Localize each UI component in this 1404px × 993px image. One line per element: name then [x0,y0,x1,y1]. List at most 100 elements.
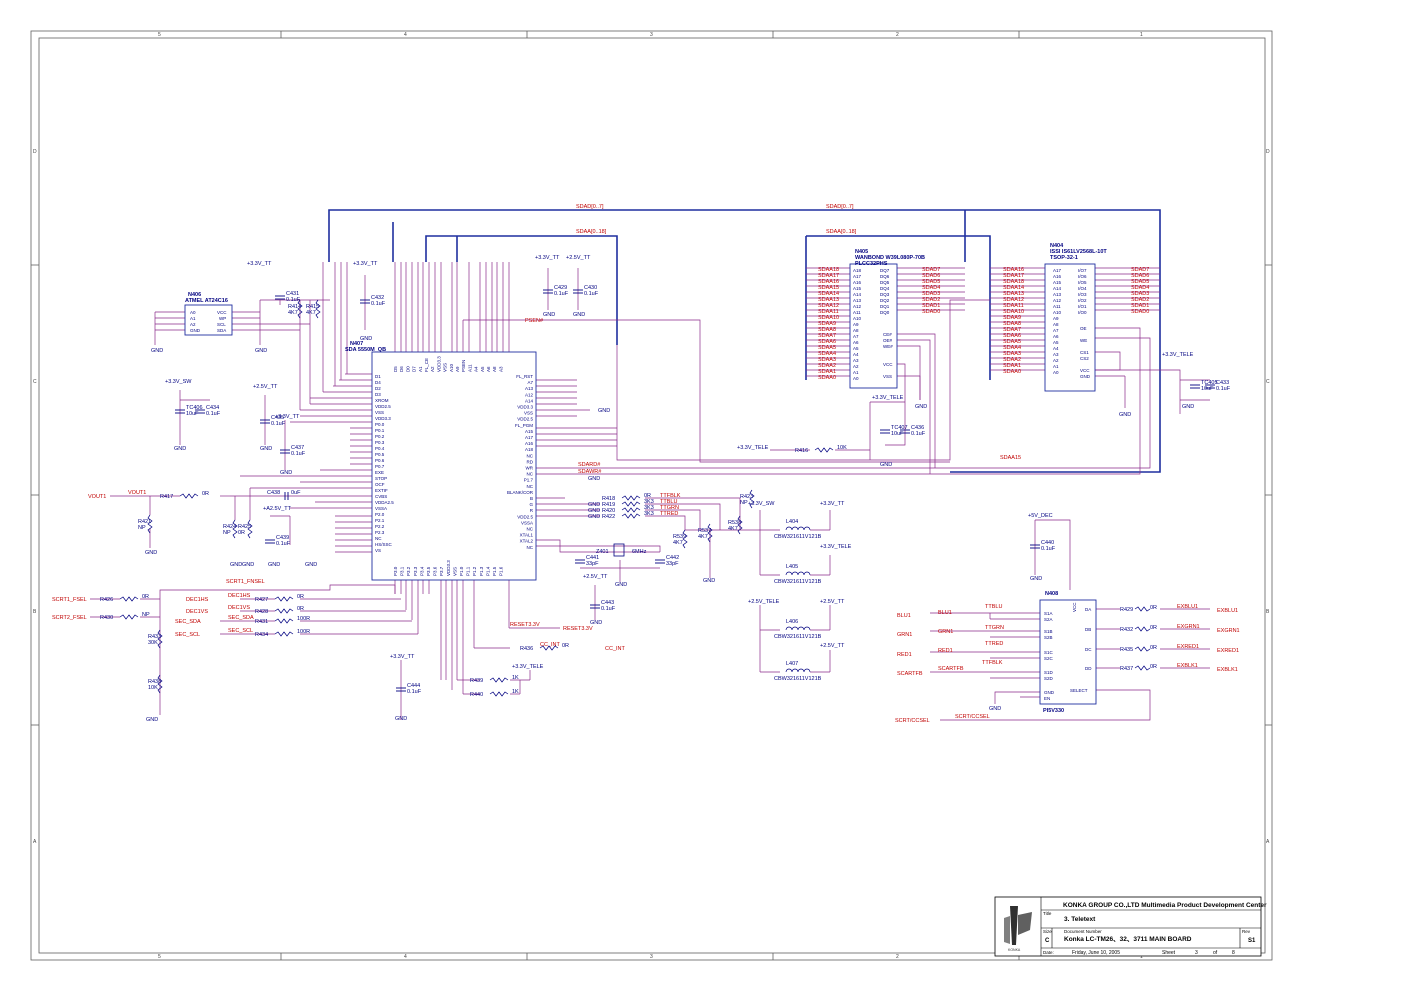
c430-ref: C430 [584,285,597,291]
z401-value: 6MHz [632,549,647,555]
frame-row-c: C [33,379,37,385]
n405-data-net: SDAD1 [922,303,940,309]
n407-right-pin: VDD2.5 [517,417,533,422]
n408-right-pin: DD [1085,666,1092,671]
n407-bottom-pin: VDD3.3 [446,560,451,576]
gnd-23: GND [395,716,407,722]
net-ttblu: TTBLU [660,499,677,505]
n404-addr-pin: A2 [1053,358,1059,363]
n404-data-pin: I/O6 [1078,274,1087,279]
r440-ref: R440 [470,692,483,698]
n406-pin-wp: WP [219,316,226,321]
net-dec1vs-inner: DEC1VS [228,605,250,611]
frame-col-2: 2 [896,32,899,38]
n405-addr-net: SDAA10 [818,315,839,321]
r436-ref: R436 [520,646,533,652]
frame-row-a: A [33,839,37,845]
n407-right-pin: A13 [525,386,534,391]
n405-data-net: SDAD6 [922,273,940,279]
n407-right-pin: A15 [525,429,534,434]
n405-addr-pin: A6 [853,340,859,345]
n405-ref: N405 [855,249,868,255]
n404-addr-net: SDAA5 [1003,339,1021,345]
n405-addr-net: SDAA12 [818,303,839,309]
n408-left-pin: GND [1044,690,1055,695]
n408-in-net: GRN1 [938,629,953,635]
r438-symbol [157,674,163,694]
r439-symbol [489,677,509,683]
n406-pin-sda: SDA [217,328,226,333]
n407-left-pin: NC [375,536,382,541]
c443-ref: C443 [601,600,614,606]
n407-bottom-pin: VSS [452,567,457,576]
gnd-22: GND [146,717,158,723]
gnd-28: GND [1030,576,1042,582]
gnd-5: GND [573,312,585,318]
port-sec-scl: SEC_SCL [175,632,200,638]
n407-right-pin: A17 [525,435,534,440]
n408-part: PI5V330 [1043,708,1064,714]
n407-top-pin: A1 [418,366,423,372]
tb-sheet-total: 8 [1232,950,1235,956]
n405-addr-net: SDAA9 [818,321,836,327]
pwr-v33tele-2: +3.3V_TELE [872,395,904,401]
frame-col-2b: 2 [896,954,899,960]
n405-ctrl-pin: WE# [883,344,893,349]
r438-ref: R438 [148,679,161,685]
n407-right-pin: B [530,496,533,501]
n404-addr-net: SDAA6 [1003,333,1021,339]
n405-addr-pin: A5 [853,346,859,351]
n406-part: ATMEL AT24C16 [185,298,228,304]
n407-right-pin: VSS [524,411,533,416]
n404-addr-pin: A6 [1053,334,1059,339]
port-scart1-fsel: SCRT1_FSEL [52,597,87,603]
r430-ref: R430 [100,615,113,621]
r427-ref: R427 [255,597,268,603]
c444-value: 0.1uF [407,689,422,695]
gnd-11: GND [230,562,242,568]
frame-row-c-r: C [1266,379,1270,385]
n407-bottom-pin: P3.2 [406,566,411,576]
n405-addr-pin: A4 [853,352,859,357]
r416-ref: R416 [795,448,808,454]
n405-addr-pin: A16 [853,280,862,285]
net-labels: PSEN# SDARD# SDAWR# SDAA15 SCRT1_FNSEL T… [128,318,1021,720]
n408-resistor-value: 0R [1150,605,1157,611]
pwr-v25tt-5: +2.5V_TT [820,643,845,649]
n408-left-pin: S1B [1044,629,1053,634]
pwr-v33sw-1: +3.3V_SW [165,379,192,385]
n405-addr-pin: A15 [853,286,862,291]
n405-addr-net: SDAA15 [818,285,839,291]
bus-label-sdaa-2: SDAA[0..18] [826,229,857,235]
n405-data-net: SDAD7 [922,267,940,273]
n405-data-net: SDAD5 [922,279,940,285]
tc406-ref: TC406 [186,405,203,411]
c444-ref: C444 [407,683,420,689]
frame-col-3b: 3 [650,954,653,960]
n407-left-pin: VS [375,548,381,553]
l404-ref: L404 [786,519,798,525]
n407-top-pin: A2 [430,366,435,372]
tb-size: C [1045,938,1050,944]
ic-n405: N405 WANBOND W39L080P-70B PLCC32PHS A18A… [818,249,940,389]
n404-data-net: SDAD0 [1131,309,1149,315]
n407-right-pin: NC [527,484,534,489]
tc406-value: 10uF [186,411,199,417]
z401-ref: Z401 [596,549,609,555]
r430-symbol [119,614,139,620]
n407-bottom-pin: P3.3 [413,566,418,576]
c438-ref: C438 [267,490,280,496]
n406-pin-a2: A2 [190,322,196,327]
n408-input-port: GRN1 [897,632,912,638]
bus-label-sdad-1: SDAD[0..7] [576,204,604,210]
pwr-v5dec: +5V_DEC [1028,513,1053,519]
r538-ref: R538 [728,520,741,526]
port-sec-sda: SEC_SDA [175,619,201,625]
n407-bottom-pin: P3.0 [393,566,398,576]
c429-ref: C429 [554,285,567,291]
n407-bottom-pin: P1.1 [466,566,471,576]
n408-output-port: EXBLU1 [1217,608,1238,614]
r439-ref: R439 [470,678,483,684]
n404-data-net: SDAD6 [1131,273,1149,279]
gnd-13: GND [268,562,280,568]
